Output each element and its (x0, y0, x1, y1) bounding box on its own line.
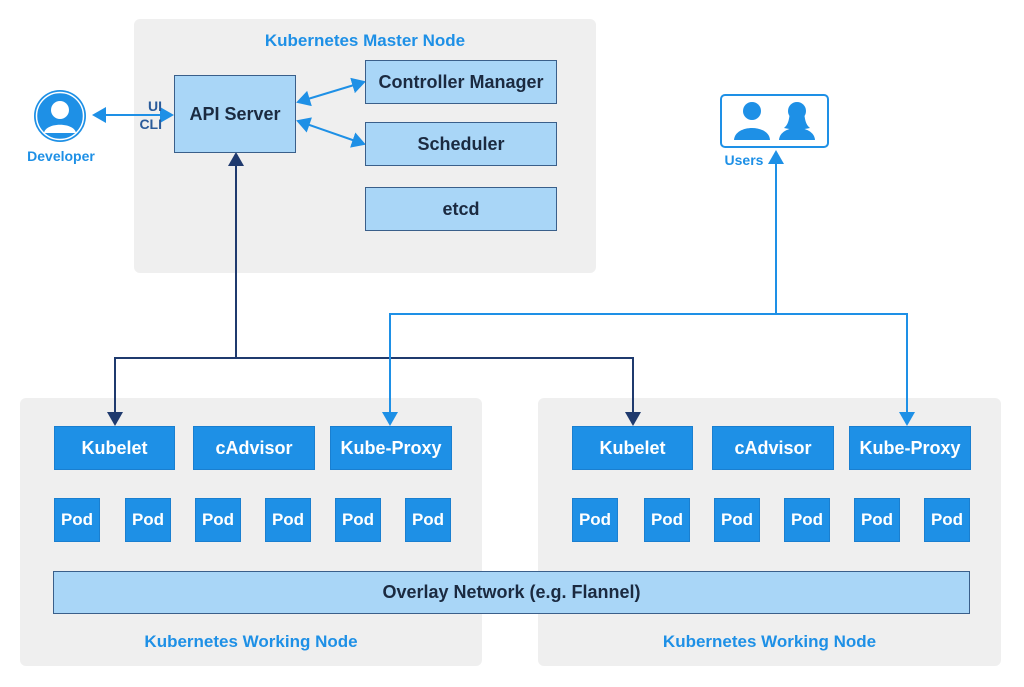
kubelet-right-box: Kubelet (572, 426, 693, 470)
pod-left-3: Pod (195, 498, 241, 542)
scheduler-box: Scheduler (365, 122, 557, 166)
pod-left-4: Pod (265, 498, 311, 542)
api-scheduler-arrow (296, 117, 366, 148)
worker-node-left-title: Kubernetes Working Node (144, 632, 358, 651)
users-label: Users (724, 152, 764, 168)
pod-right-4: Pod (784, 498, 830, 542)
pod-right-6: Pod (924, 498, 970, 542)
etcd-box: etcd (365, 187, 557, 231)
cadvisor-right-box: cAdvisor (712, 426, 834, 470)
cadvisor-left-box: cAdvisor (193, 426, 315, 470)
pod-right-1: Pod (572, 498, 618, 542)
pod-right-5: Pod (854, 498, 900, 542)
proxy-right-line (776, 313, 915, 426)
kubelet-left-box: Kubelet (54, 426, 175, 470)
api-server-box: API Server (174, 75, 296, 153)
pod-left-2: Pod (125, 498, 171, 542)
users-icon (720, 94, 829, 148)
overlay-network-box: Overlay Network (e.g. Flannel) (53, 571, 970, 614)
proxy-left-line (382, 313, 776, 426)
api-controller-arrow (296, 77, 366, 107)
kube-proxy-left-box: Kube-Proxy (330, 426, 452, 470)
kube-proxy-right-box: Kube-Proxy (849, 426, 971, 470)
developer-person-icon (33, 89, 87, 143)
pod-left-1: Pod (54, 498, 100, 542)
developer-label: Developer (27, 148, 95, 164)
kubelet-right-line (236, 357, 641, 426)
ui-label: UI (148, 98, 162, 114)
pod-right-3: Pod (714, 498, 760, 542)
cli-label: CLI (139, 116, 162, 132)
master-node-title: Kubernetes Master Node (264, 31, 466, 50)
kubelet-left-line (107, 357, 236, 426)
pod-left-6: Pod (405, 498, 451, 542)
pod-right-2: Pod (644, 498, 690, 542)
worker-node-right-title: Kubernetes Working Node (662, 632, 877, 651)
controller-manager-box: Controller Manager (365, 60, 557, 104)
pod-left-5: Pod (335, 498, 381, 542)
